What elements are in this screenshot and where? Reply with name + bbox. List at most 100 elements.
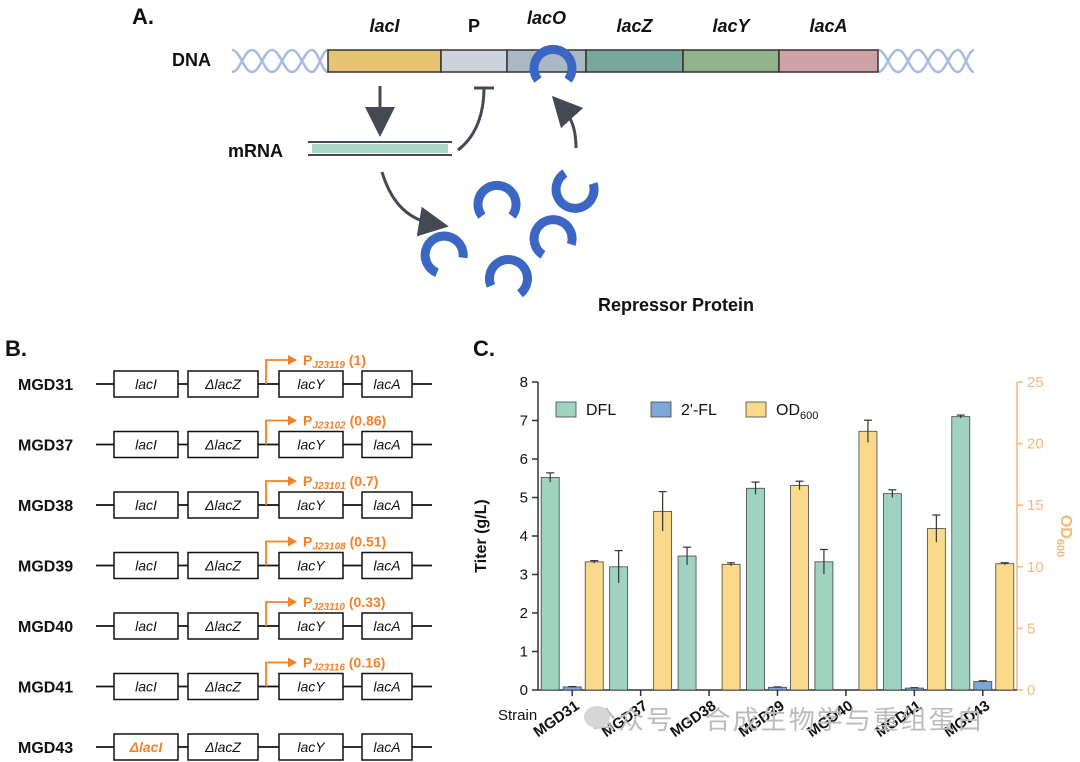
bar-dfl — [951, 416, 971, 691]
strain-name: MGD37 — [18, 438, 73, 455]
gene-name: ΔlacZ — [204, 679, 241, 695]
gene-name: lacY — [297, 618, 326, 634]
bar-od — [653, 510, 673, 691]
gene-name: lacY — [297, 497, 326, 513]
gene-name: ΔlacZ — [204, 497, 241, 513]
gene-box — [361, 370, 413, 398]
bar-2-fl — [973, 681, 993, 691]
gene-name: lacY — [297, 739, 326, 755]
gene-box — [278, 733, 344, 761]
gene-name: lacA — [373, 739, 400, 755]
gene-name: lacA — [373, 437, 400, 453]
operon-diagram — [231, 44, 975, 298]
dna-segment-lacI — [327, 49, 442, 73]
strain-name: MGD40 — [18, 619, 73, 636]
promoter-arrowhead-icon — [288, 415, 297, 426]
x-axis-label: Strain — [498, 707, 537, 724]
repression-line — [457, 87, 486, 152]
x-tick-label: MGD31 — [530, 697, 582, 741]
repressor-label: Repressor Protein — [598, 295, 755, 315]
gene-box — [361, 612, 413, 640]
gene-box — [113, 370, 179, 398]
promoter-arrowhead-icon — [288, 355, 297, 365]
gene-label-lacY: lacY — [712, 16, 750, 36]
gene-name: lacI — [135, 437, 157, 453]
gene-box — [113, 430, 179, 459]
promoter-arrowhead-icon — [288, 476, 297, 486]
watermark: 公众号 · 合成生物学与重组蛋白 — [590, 706, 985, 736]
gene-box — [278, 430, 344, 459]
wechat-icon — [584, 706, 610, 728]
dna-segment-lacZ — [585, 49, 684, 73]
free-repressors — [420, 169, 599, 298]
bar-od — [858, 430, 878, 691]
y-tick-label: 8 — [520, 374, 528, 391]
bar-od — [584, 561, 604, 691]
binding-arrow — [551, 95, 584, 149]
dna-segment-P — [440, 49, 508, 73]
gene-label-lacA: lacA — [809, 16, 848, 36]
gene-name: lacI — [135, 497, 157, 513]
gene-box — [278, 672, 344, 701]
repressor-protein-icon — [473, 180, 521, 219]
bar-dfl — [746, 487, 765, 691]
gene-box — [187, 733, 259, 761]
repressor-bound-icon — [529, 44, 577, 83]
bar-od — [721, 563, 741, 691]
dna-helix-left — [231, 48, 329, 74]
gene-name: lacY — [297, 437, 326, 453]
legend-label: DFL — [586, 402, 616, 419]
dna-helix-right — [877, 48, 975, 74]
bar-od — [790, 485, 809, 691]
gene-name: lacI — [135, 618, 157, 634]
y-tick-label: 7 — [520, 413, 528, 430]
legend-label: 2'-FL — [681, 402, 717, 419]
bar-dfl — [609, 566, 629, 691]
promoter-arrowhead-icon — [288, 597, 297, 607]
promoter-arrow-icon — [265, 480, 290, 505]
gene-box — [187, 672, 259, 701]
bar-dfl — [540, 477, 560, 691]
repressor-protein-icon — [529, 215, 577, 259]
y-tick-label: 3 — [520, 567, 528, 584]
y-tick-label: 4 — [520, 528, 528, 545]
gene-name: ΔlacZ — [204, 739, 241, 755]
promoter-label: PJ23116 (0.16) — [303, 655, 385, 674]
gene-box — [187, 370, 259, 398]
y-tick-label: 0 — [520, 682, 528, 699]
y2-tick-label: 20 — [1027, 436, 1044, 453]
y-tick-label: 2 — [520, 605, 528, 622]
gene-name: lacA — [373, 679, 400, 695]
gene-box — [187, 612, 259, 640]
gene-label-P: P — [467, 16, 480, 36]
bar-od — [926, 528, 946, 691]
panel-a-letter: A. — [132, 4, 154, 29]
promoter-arrowhead-icon — [288, 657, 297, 668]
y2-axis-label: OD600 — [1054, 515, 1074, 557]
gene-box — [278, 491, 344, 519]
dna-segments — [327, 49, 879, 73]
y2-tick-label: 5 — [1027, 620, 1035, 637]
gene-box — [113, 551, 179, 580]
mrna-strand — [308, 141, 452, 156]
strain-name: MGD41 — [18, 680, 73, 697]
repressor-protein-icon — [551, 169, 599, 213]
gene-name: ΔlacZ — [204, 376, 241, 392]
strain-name: MGD43 — [18, 740, 73, 757]
gene-box — [278, 551, 344, 580]
gene-label-lacI: lacI — [369, 16, 400, 36]
gene-box — [113, 612, 179, 640]
legend-swatch — [650, 401, 672, 418]
gene-box — [361, 491, 413, 519]
promoter-arrow-icon — [265, 661, 290, 687]
gene-box — [187, 551, 259, 580]
bar-dfl — [814, 561, 834, 691]
promoter-label: PJ23101 (0.7) — [303, 473, 378, 492]
mrna-label: mRNA — [228, 141, 284, 161]
dna-segment-lacY — [682, 49, 780, 73]
legend-swatch — [745, 401, 767, 418]
